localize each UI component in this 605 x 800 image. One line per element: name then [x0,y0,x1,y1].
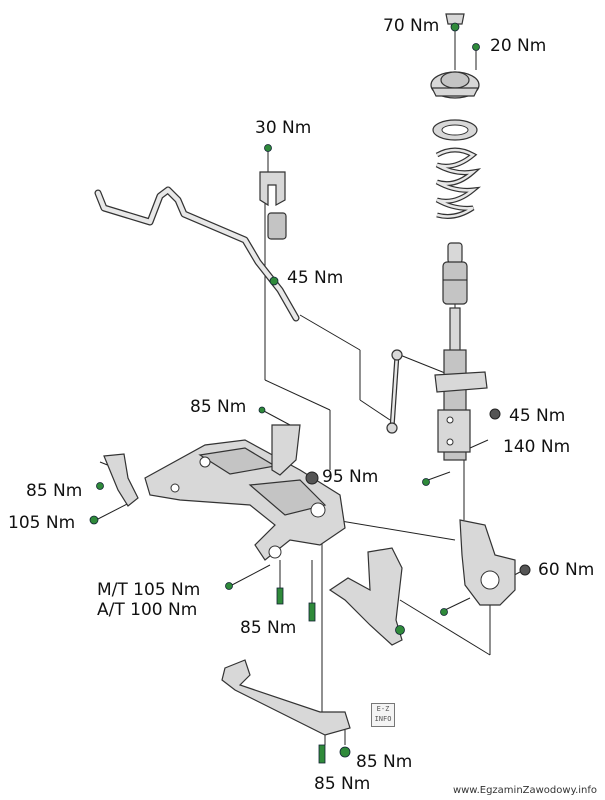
label-bushing-bolt-torque: 85 Nm [26,481,83,501]
dust-boot [442,242,468,305]
label-strut-link-nut-torque: 45 Nm [509,406,566,426]
label-brace-bolt-bottom-torque: 85 Nm [314,774,371,794]
stabilizer-clamp [259,144,287,286]
strut-body [434,307,501,461]
coil-spring [435,147,482,219]
label-mount-bolts-torque: 20 Nm [490,36,547,56]
stabilizer-bar [94,186,300,322]
bolts [225,406,448,764]
label-ball-joint-nut-torque: 95 Nm [322,467,379,487]
lower-control-arm [328,547,405,646]
bushing-bracket [89,453,139,525]
label-knuckle-bolts-torque: 140 Nm [503,437,571,457]
info-logo: E-Z INFO [371,703,395,727]
label-knuckle-nut-torque: 60 Nm [538,560,595,580]
label-stabilizer-clamp-torque: 30 Nm [255,118,312,138]
strut-top-mount [430,13,480,99]
label-mt-bolt-torque: M/T 105 Nm [97,580,201,600]
label-lower-arm-bolt-torque: 85 Nm [240,618,297,638]
label-brace-bolt-right-torque: 85 Nm [356,752,413,772]
stabilizer-link [386,349,403,434]
label-stabilizer-link-upper-torque: 45 Nm [287,268,344,288]
steering-knuckle [459,519,531,606]
watermark: www.EgzaminZawodowy.info [452,785,597,796]
spring-seat [432,119,478,141]
label-at-bolt-torque: A/T 100 Nm [97,600,198,620]
crossmember [144,424,346,561]
lower-brace [221,659,351,736]
label-bushing-bracket-torque: 105 Nm [8,513,76,533]
label-crossmember-bolt-torque: 85 Nm [190,397,247,417]
label-top-nut-torque: 70 Nm [383,16,440,36]
